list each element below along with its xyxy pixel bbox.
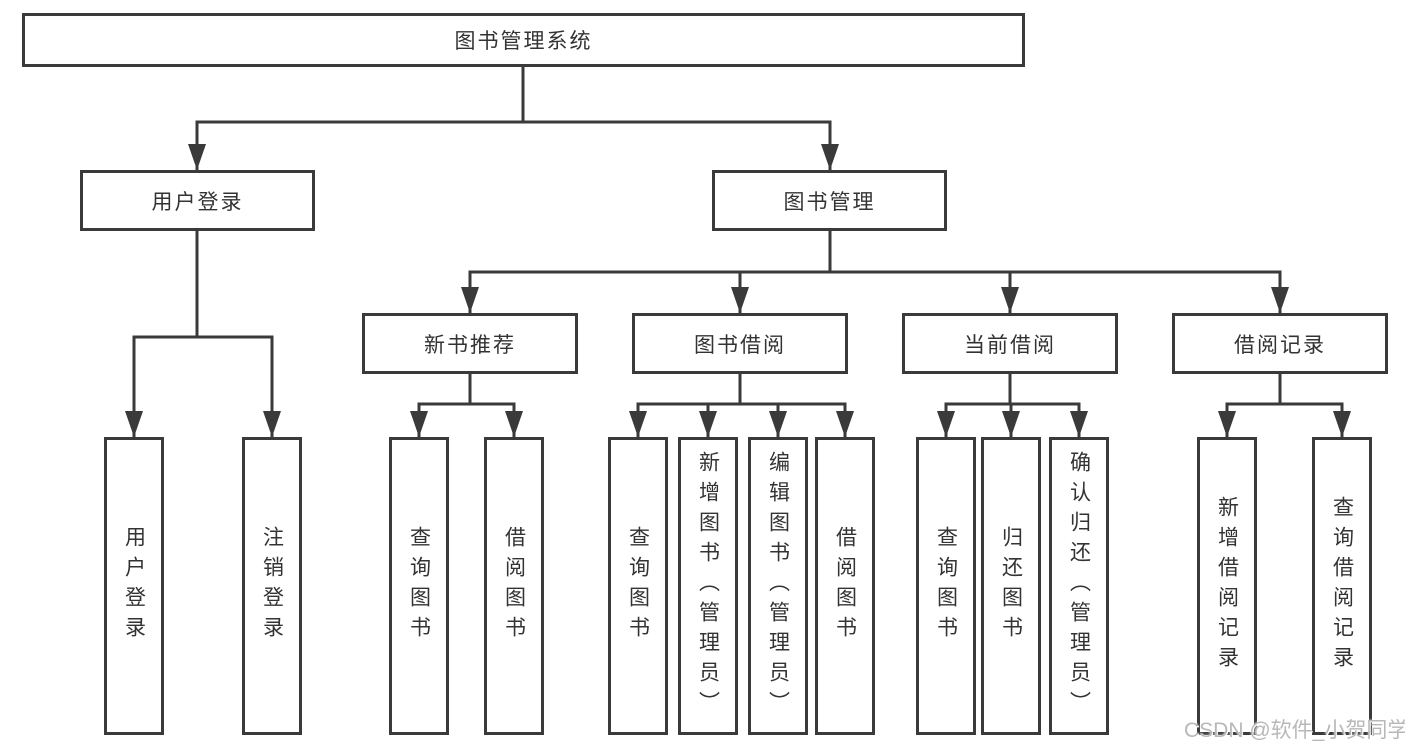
- leaf-user-login: 用户登录: [104, 437, 164, 735]
- node-library-management-system: 图书管理系统: [22, 13, 1025, 67]
- node-label: 图书管理: [783, 190, 876, 214]
- leaf-return-books: 归还图书: [981, 437, 1041, 735]
- node-label: 新增借阅记录: [1215, 496, 1239, 676]
- node-label: 查询图书: [626, 526, 650, 646]
- node-label: 注销登录: [260, 526, 284, 646]
- leaf-add-book-admin: 新增图书（管理员）: [678, 437, 738, 735]
- leaf-borrow-books: 借阅图书: [815, 437, 875, 735]
- node-label: 借阅图书: [502, 526, 526, 646]
- node-user-login: 用户登录: [80, 170, 315, 231]
- leaf-confirm-return-admin: 确认归还（管理员）: [1049, 437, 1109, 735]
- leaf-logout: 注销登录: [242, 437, 302, 735]
- leaf-edit-book-admin: 编辑图书（管理员）: [748, 437, 808, 735]
- node-label: 当前借阅: [964, 333, 1056, 357]
- node-label: 查询图书: [407, 526, 431, 646]
- node-current-borrowing: 当前借阅: [902, 313, 1118, 374]
- node-label: 借阅记录: [1234, 333, 1326, 357]
- node-label: 查询图书: [934, 526, 958, 646]
- node-label: 确认归还（管理员）: [1067, 451, 1091, 721]
- leaf-query-books-recommend: 查询图书: [389, 437, 449, 735]
- csdn-watermark: CSDN @软件_小贺同学: [1184, 719, 1405, 742]
- leaf-query-borrow-record: 查询借阅记录: [1312, 437, 1372, 735]
- node-label: 编辑图书（管理员）: [766, 451, 790, 721]
- node-label: 用户登录: [151, 190, 244, 214]
- node-new-book-recommendation: 新书推荐: [362, 313, 578, 374]
- node-label: 图书管理系统: [454, 30, 593, 53]
- node-label: 新书推荐: [424, 333, 516, 357]
- node-borrowing-records: 借阅记录: [1172, 313, 1388, 374]
- node-book-borrowing: 图书借阅: [632, 313, 848, 374]
- node-label: 归还图书: [999, 526, 1023, 646]
- node-label: 借阅图书: [833, 526, 857, 646]
- node-label: 图书借阅: [694, 333, 786, 357]
- node-label: 用户登录: [122, 526, 146, 646]
- node-book-management: 图书管理: [712, 170, 947, 231]
- leaf-query-books-current: 查询图书: [916, 437, 976, 735]
- leaf-query-books-borrow: 查询图书: [608, 437, 668, 735]
- leaf-add-borrow-record: 新增借阅记录: [1197, 437, 1257, 735]
- node-label: 查询借阅记录: [1330, 496, 1354, 676]
- node-label: 新增图书（管理员）: [696, 451, 720, 721]
- leaf-borrow-books-recommend: 借阅图书: [484, 437, 544, 735]
